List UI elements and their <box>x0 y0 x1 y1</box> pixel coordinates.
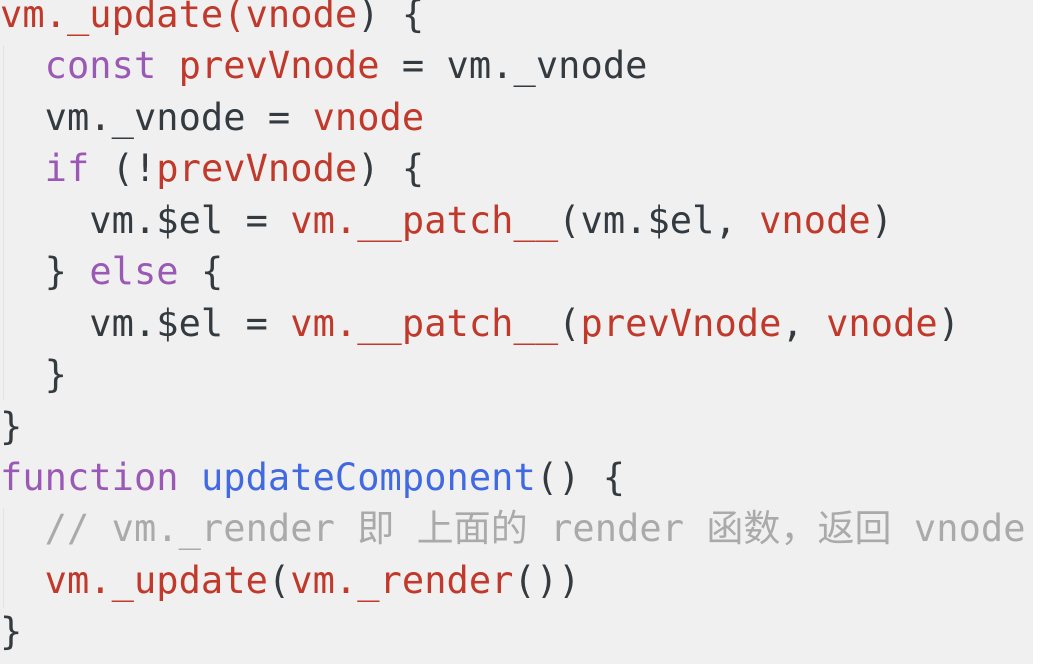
code-token: ( <box>558 301 581 345</box>
code-token: vm._update( <box>0 0 246 36</box>
code-token: vnode <box>245 0 358 36</box>
code-token: } <box>0 353 67 397</box>
code-token: vm.__patch__ <box>290 198 559 242</box>
code-comment: // vm._render 即 上面的 render 函数，返回 vnode <box>44 507 1026 551</box>
code-token: ()) <box>513 558 581 602</box>
code-token <box>0 147 45 190</box>
code-token: (! <box>89 147 157 191</box>
code-token <box>156 44 178 87</box>
code-token: prevVnode <box>156 147 358 191</box>
code-token: vnode <box>312 95 425 139</box>
code-lines: vm._update(vnode) { const prevVnode = vm… <box>0 0 1026 657</box>
code-token: vnode <box>759 198 871 242</box>
code-token: vm.$el = <box>0 198 291 242</box>
code-line: vm.$el = vm.__patch__(vm.$el, vnode) <box>0 195 1026 246</box>
code-token: , <box>781 301 827 345</box>
code-line: if (!prevVnode) { <box>0 143 1026 194</box>
indent-guide <box>3 45 4 400</box>
code-token: } <box>0 250 90 294</box>
code-token: } <box>0 610 23 654</box>
code-token: { <box>178 250 224 294</box>
code-line: // vm._render 即 上面的 render 函数，返回 vnode <box>0 503 1026 554</box>
code-line: } <box>0 349 1026 400</box>
code-token: vm.$el = <box>0 301 291 345</box>
code-line: vm._update(vm._render()) <box>0 555 1026 606</box>
code-token: ( <box>267 558 291 602</box>
code-token: () { <box>535 455 626 499</box>
code-token: ) { <box>357 0 425 36</box>
code-token: vnode <box>826 301 938 345</box>
code-token <box>0 507 45 550</box>
code-token: vm._vnode = <box>0 95 313 139</box>
code-line: } <box>0 401 1026 452</box>
code-keyword: function <box>0 455 179 499</box>
code-token: ) <box>870 198 894 242</box>
code-token: vm.__patch__ <box>290 301 559 345</box>
code-line: } else { <box>0 246 1026 297</box>
code-token <box>0 44 45 87</box>
code-token: ) { <box>357 147 425 191</box>
code-token: = vm._vnode <box>379 44 648 88</box>
code-token: } <box>0 404 23 448</box>
code-line: vm.$el = vm.__patch__(prevVnode, vnode) <box>0 298 1026 349</box>
code-token: prevVnode <box>178 44 380 88</box>
code-token: updateComponent <box>200 455 536 499</box>
code-line: function updateComponent() { <box>0 452 1026 503</box>
code-token <box>0 559 45 602</box>
code-line: vm._vnode = vnode <box>0 92 1026 143</box>
code-token: vm._render <box>290 558 514 602</box>
code-keyword: const <box>44 44 157 88</box>
indent-guide <box>3 508 4 608</box>
code-line: } <box>0 606 1026 657</box>
code-keyword: if <box>44 147 90 191</box>
code-token <box>179 456 201 499</box>
code-token: vm._update <box>44 558 268 602</box>
code-line: vm._update(vnode) { <box>0 0 1026 40</box>
code-token: (vm.$el, <box>558 198 760 242</box>
code-line: const prevVnode = vm._vnode <box>0 40 1026 91</box>
code-token: ) <box>937 301 961 345</box>
code-keyword: else <box>89 250 179 294</box>
code-token: prevVnode <box>580 301 782 345</box>
